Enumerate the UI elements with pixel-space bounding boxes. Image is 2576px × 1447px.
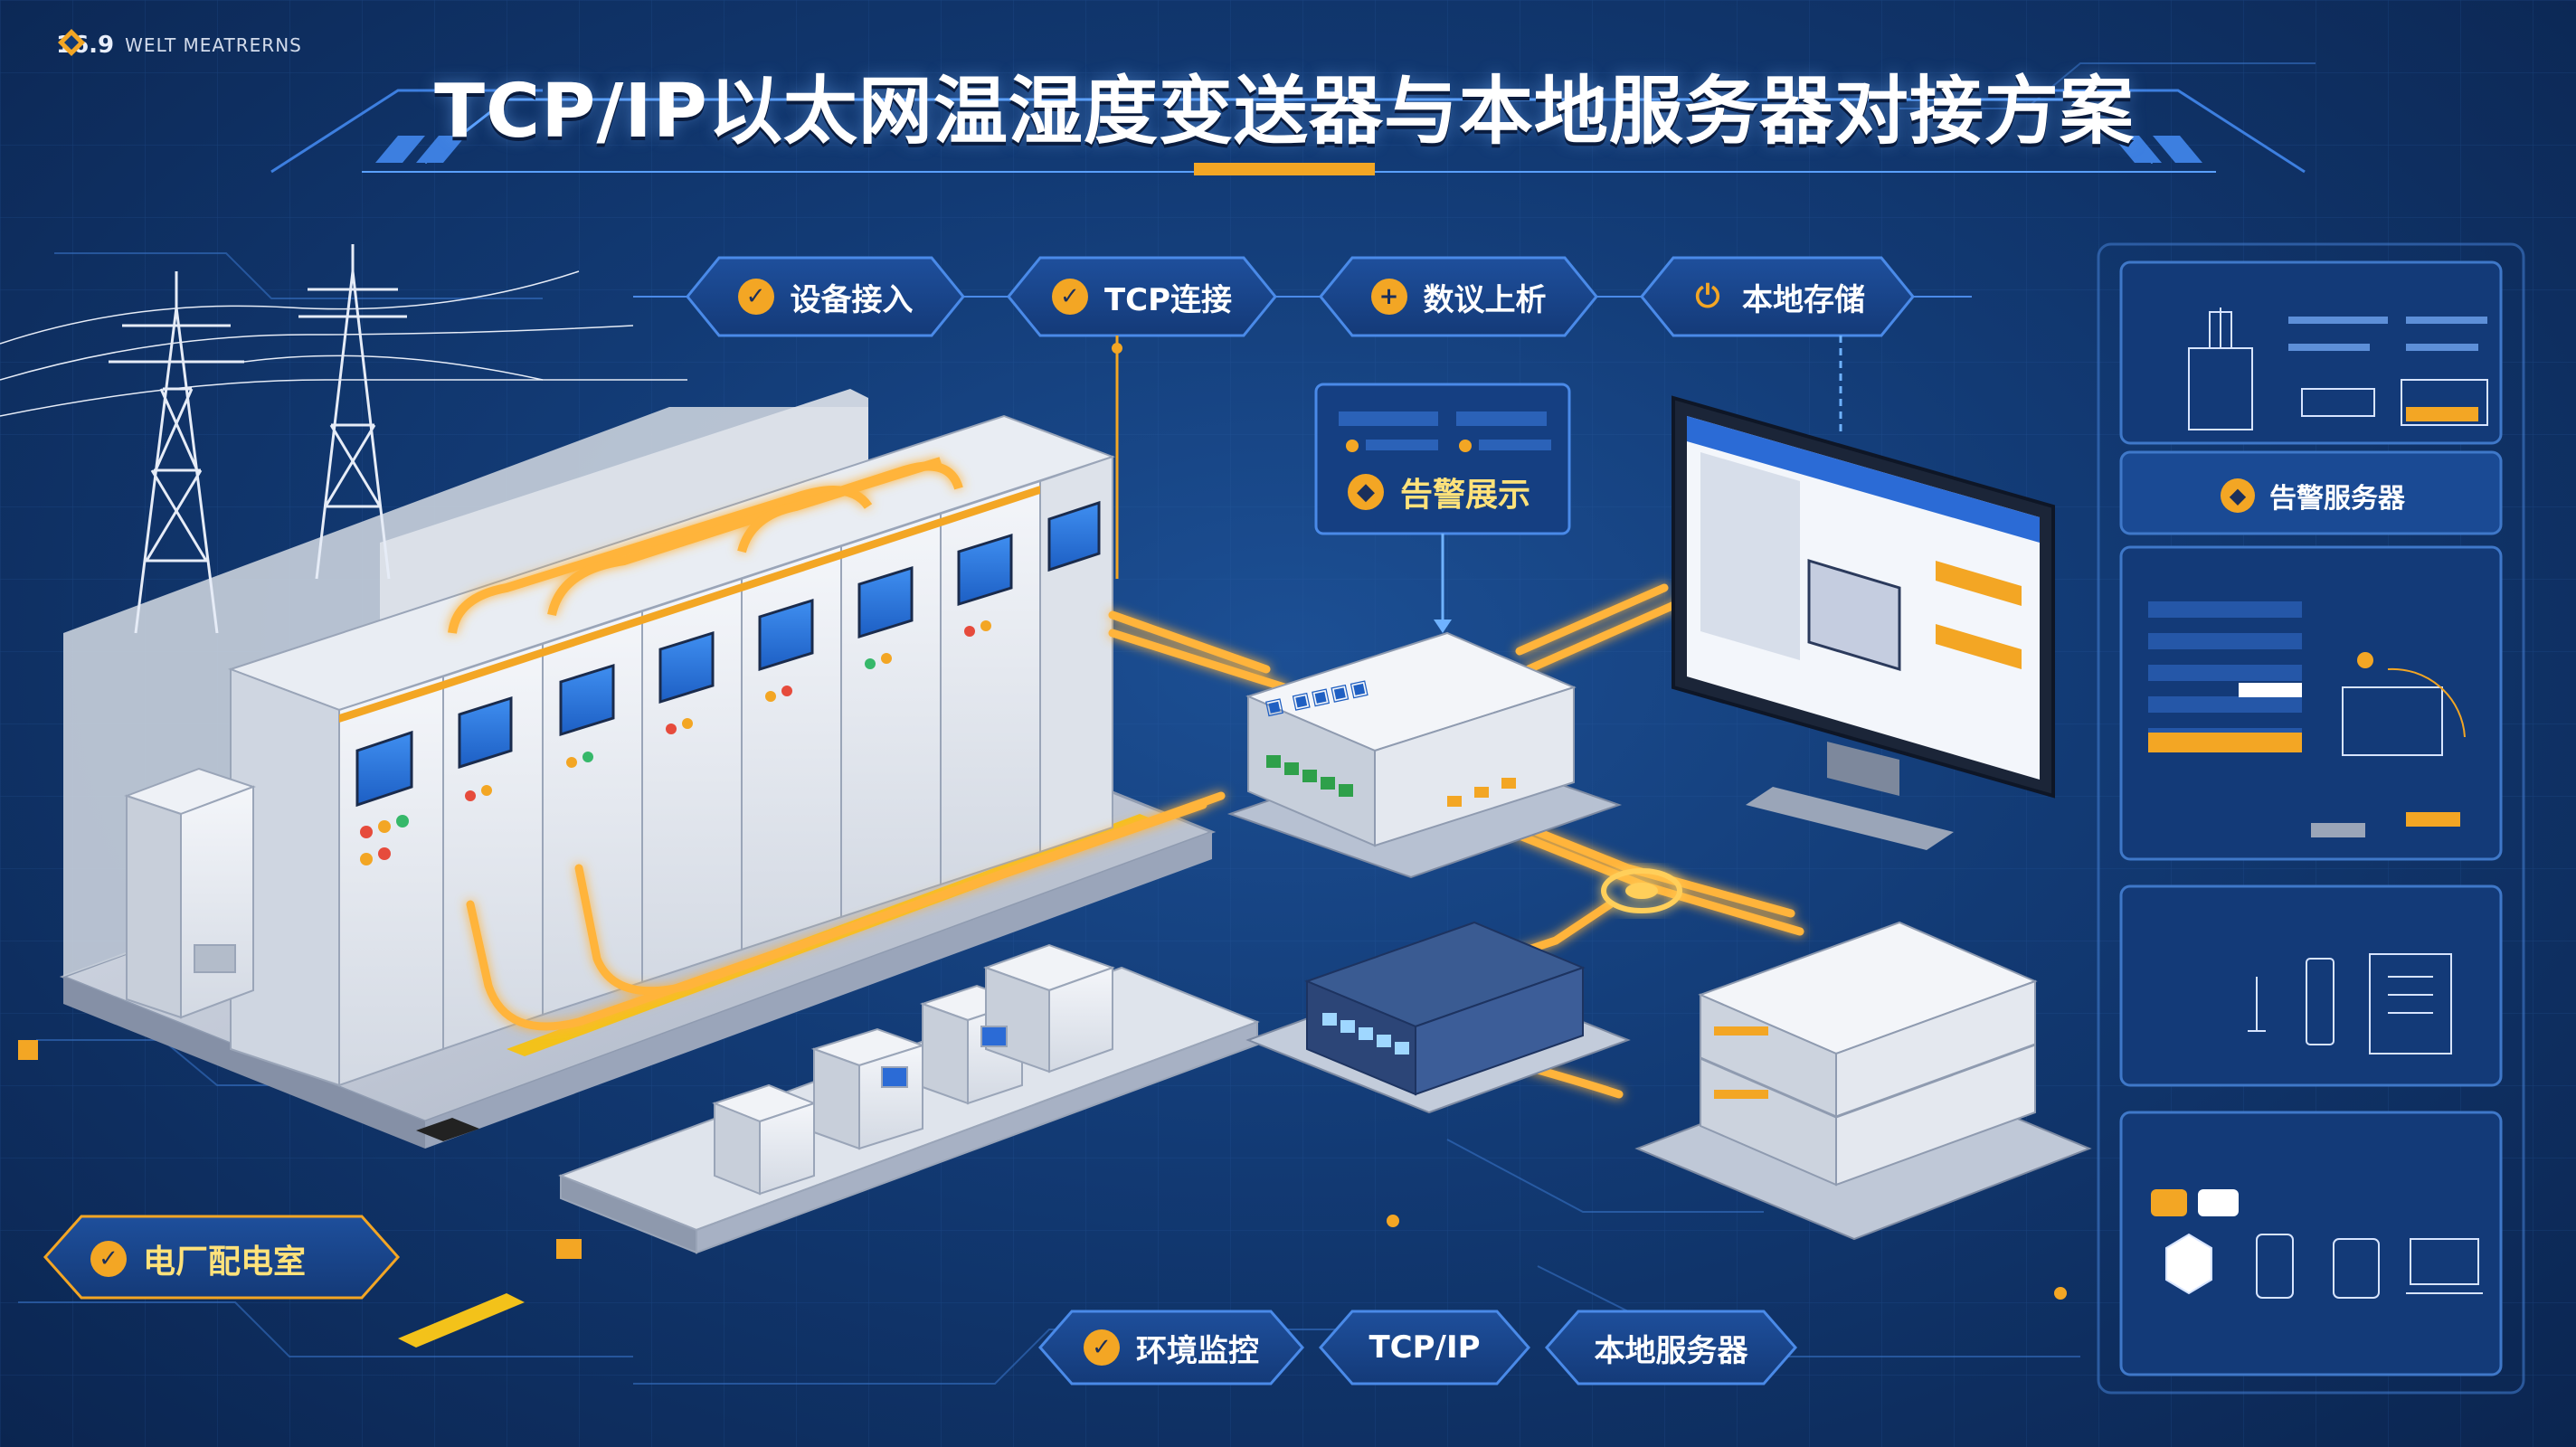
check-shield-icon: ✓ — [90, 1241, 127, 1277]
power-icon: ⏻ — [1695, 279, 1720, 315]
alert-display-text: 告警展示 — [1400, 477, 1531, 514]
brand-subtitle: WELT MEATRERNS — [125, 34, 302, 56]
step-local-storage: ⏻ 本地存储 — [1642, 257, 1913, 336]
tag-label: 环境监控 — [1136, 1332, 1259, 1369]
local-server — [1634, 921, 2092, 1241]
step-tcp-connection: ✓ TCP连接 — [1009, 257, 1275, 336]
step-label: 设备接入 — [790, 281, 914, 318]
transmitter-boxes — [558, 943, 1260, 1254]
monitor-display — [1672, 395, 2055, 850]
tag-label: 本地服务器 — [1594, 1332, 1748, 1369]
right-panel-details — [2148, 307, 2488, 1299]
tag-environment-monitoring: ✓ 环境监控 — [1040, 1308, 1302, 1387]
alert-server-label: ◆ 告警服务器 — [2221, 476, 2405, 515]
network-node — [1601, 868, 1682, 913]
tag-label: TCP/IP — [1368, 1329, 1481, 1366]
ethernet-switch-main — [1226, 631, 1623, 879]
step-label: 数议上析 — [1423, 281, 1547, 318]
power-room-label: ✓ 电厂配电室 — [90, 1235, 306, 1282]
tag-local-server: 本地服务器 — [1547, 1308, 1795, 1387]
brand-header: 16.9 WELT MEATRERNS — [56, 27, 302, 63]
right-side-panels — [2097, 242, 2525, 1395]
alert-display-label: ◆ 告警展示 — [1348, 468, 1530, 515]
power-room-shape — [43, 1215, 401, 1300]
alert-diamond-icon: ◆ — [1348, 474, 1384, 510]
title-frame — [270, 89, 2306, 175]
plus-circle-icon: + — [1370, 279, 1407, 315]
page-title: TCP/IP以太网温湿度变送器与本地服务器对接方案 — [434, 69, 2135, 155]
step-data-parse: + 数议上析 — [1321, 257, 1596, 336]
decor-marks — [18, 1040, 2067, 1300]
check-shield-icon: ✓ — [737, 279, 774, 315]
transmission-towers — [0, 244, 687, 634]
ethernet-switch-secondary — [1245, 921, 1631, 1114]
check-shield-icon: ✓ — [1051, 279, 1088, 315]
bottom-tag-shapes — [1038, 1310, 1797, 1386]
alert-server-text: 告警服务器 — [2269, 483, 2405, 515]
alert-diamond-icon: ◆ — [2221, 478, 2255, 513]
switchgear-cabinets — [227, 414, 1116, 1087]
step-label: 本地存储 — [1742, 281, 1865, 318]
utility-cabinet — [124, 767, 256, 1019]
step-label: TCP连接 — [1103, 281, 1233, 318]
brand-logo-icon — [58, 29, 85, 56]
power-room-text: 电厂配电室 — [143, 1244, 307, 1281]
tag-tcp-ip: TCP/IP — [1321, 1308, 1529, 1387]
step-device-access: ✓ 设备接入 — [687, 257, 963, 336]
check-shield-icon: ✓ — [1084, 1329, 1120, 1366]
